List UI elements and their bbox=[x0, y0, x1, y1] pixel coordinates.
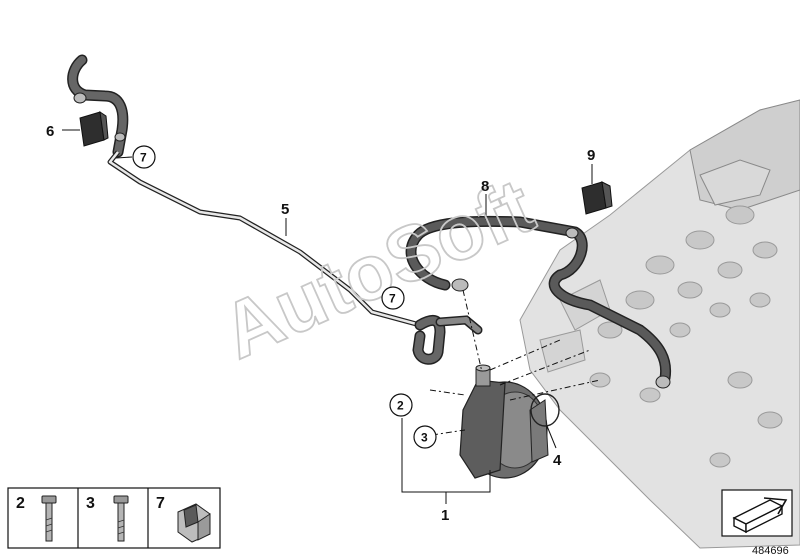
reference-number: 484696 bbox=[752, 545, 789, 557]
callout-1: 1 bbox=[441, 507, 449, 524]
callout-4: 4 bbox=[553, 452, 562, 469]
engine-block bbox=[519, 99, 800, 549]
bracket-9 bbox=[581, 181, 613, 215]
legend-box: 2 3 7 bbox=[7, 487, 221, 549]
watermark-text: AutoSoft bbox=[209, 161, 546, 375]
callout-5: 5 bbox=[281, 201, 289, 218]
bolt-icon bbox=[41, 495, 57, 542]
leader-lines bbox=[62, 129, 593, 504]
legend-item-3-label: 3 bbox=[86, 495, 95, 512]
callout-2: 2 bbox=[397, 399, 404, 413]
callout-9: 9 bbox=[587, 147, 595, 164]
bracket-6 bbox=[79, 110, 109, 147]
arrow-icon bbox=[732, 497, 788, 534]
vacuum-pump bbox=[459, 364, 549, 479]
callout-7a: 7 bbox=[140, 151, 147, 165]
callouts: 1 2 3 4 5 6 7 7 8 9 bbox=[46, 123, 595, 524]
o-ring bbox=[530, 393, 560, 427]
callout-3: 3 bbox=[421, 431, 428, 445]
navigation-arrow-box[interactable] bbox=[721, 489, 793, 537]
callout-3-circle bbox=[413, 425, 437, 449]
assembly-lines bbox=[429, 289, 601, 436]
callout-8: 8 bbox=[481, 178, 489, 195]
callout-6: 6 bbox=[46, 123, 54, 140]
clip-icon bbox=[177, 503, 211, 543]
callout-7b-circle bbox=[381, 286, 405, 310]
callout-7b: 7 bbox=[389, 292, 396, 306]
hose-line-8 bbox=[405, 215, 672, 389]
callout-2-circle bbox=[389, 393, 413, 417]
legend-item-2-label: 2 bbox=[16, 495, 25, 512]
bolt-icon bbox=[113, 495, 129, 542]
legend-item-7-label: 7 bbox=[156, 495, 165, 512]
hose-line-5 bbox=[67, 54, 483, 365]
callout-7a-circle bbox=[132, 145, 156, 169]
